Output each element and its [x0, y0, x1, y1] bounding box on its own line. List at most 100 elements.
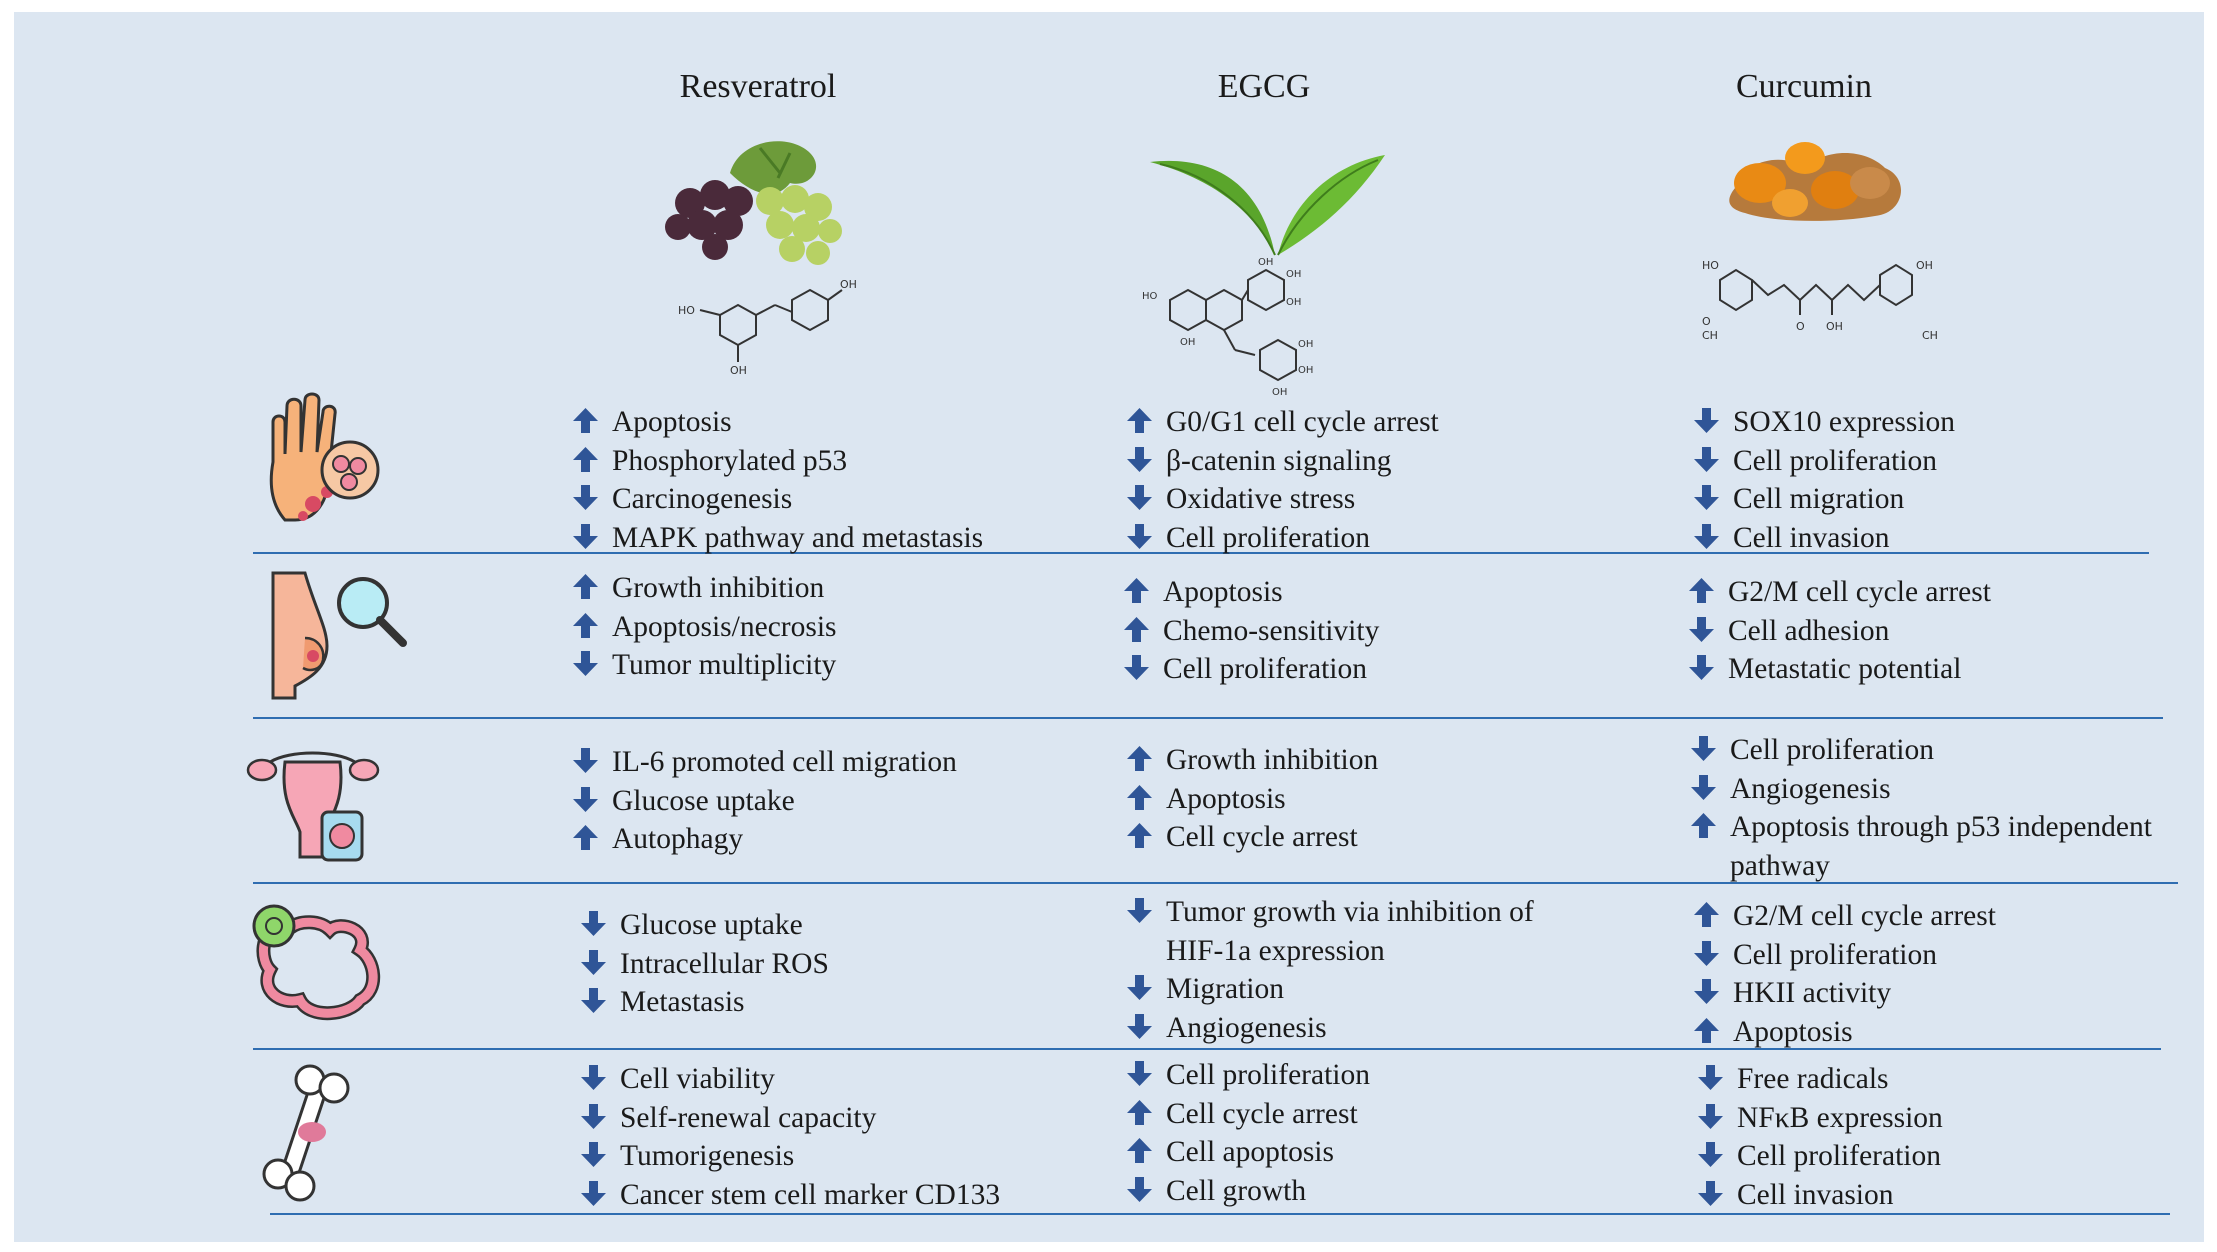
effect-item: Cell adhesion: [1688, 612, 1991, 651]
svg-text:HO: HO: [678, 304, 695, 317]
effect-text: Carcinogenesis: [612, 483, 793, 516]
svg-text:OH: OH: [730, 364, 747, 377]
effect-item: Cell invasion: [1693, 519, 1955, 558]
effect-item: Apoptosis through p53 independent: [1690, 808, 2152, 847]
down-arrow-icon: [1126, 897, 1153, 924]
effect-item: Apoptosis: [1693, 1013, 1996, 1052]
up-arrow-icon: [1690, 812, 1717, 839]
down-arrow-icon: [1126, 1013, 1153, 1040]
effect-text: Cell proliferation: [1163, 653, 1367, 686]
effect-item: SOX10 expression: [1693, 403, 1955, 442]
column-title-egcg: EGCG: [1217, 68, 1311, 105]
effect-item: Apoptosis: [572, 403, 983, 442]
svg-text:OH: OH: [1916, 259, 1933, 272]
effect-text: pathway: [1730, 849, 1830, 882]
effect-item: β-catenin signaling: [1126, 442, 1439, 481]
down-arrow-icon: [1126, 523, 1153, 550]
effect-item: Angiogenesis: [1690, 770, 2152, 809]
row-divider-5: [270, 1213, 2170, 1215]
effect-text: Cancer stem cell marker CD133: [620, 1178, 1001, 1211]
down-arrow-icon: [1693, 407, 1720, 434]
svg-text:OH: OH: [1826, 320, 1843, 333]
down-arrow-icon: [572, 650, 599, 677]
up-arrow-icon: [1126, 745, 1153, 772]
down-arrow-icon: [572, 786, 599, 813]
effect-item: Glucose uptake: [572, 782, 957, 821]
down-arrow-icon: [1697, 1103, 1724, 1130]
effect-text: Growth inhibition: [1166, 744, 1379, 776]
effect-text: Growth inhibition: [612, 572, 825, 604]
down-arrow-icon: [1693, 523, 1720, 550]
down-arrow-icon: [1126, 1176, 1153, 1203]
effect-item: Tumor multiplicity: [572, 646, 837, 685]
up-arrow-icon: [1126, 1099, 1153, 1126]
effect-text: SOX10 expression: [1733, 406, 1956, 438]
effect-text: Apoptosis through p53 independent: [1730, 811, 2152, 844]
svg-text:OH: OH: [1286, 269, 1301, 280]
up-arrow-icon: [1693, 901, 1720, 928]
svg-text:HO: HO: [1702, 259, 1719, 272]
down-arrow-icon: [1693, 446, 1720, 473]
effect-text: G2/M cell cycle arrest: [1733, 900, 1996, 932]
effect-item: Cell proliferation: [1126, 1056, 1370, 1095]
effect-text: Phosphorylated p53: [612, 444, 848, 477]
effect-text: NFκB expression: [1737, 1101, 1943, 1134]
effect-text: Cell proliferation: [1166, 521, 1370, 554]
effect-text: Apoptosis: [612, 406, 732, 438]
down-arrow-icon: [580, 1180, 607, 1207]
effect-item: Apoptosis: [1126, 780, 1378, 819]
effect-item: Cell proliferation: [1693, 936, 1996, 975]
down-arrow-icon: [1688, 616, 1715, 643]
effect-text: Cell invasion: [1733, 521, 1890, 554]
up-arrow-icon: [1126, 407, 1153, 434]
effect-text: Glucose uptake: [612, 784, 795, 817]
svg-text:O: O: [1796, 320, 1805, 333]
effect-item: Cell cycle arrest: [1126, 818, 1378, 857]
effect-text: Metastatic potential: [1728, 653, 1962, 686]
effect-item: MAPK pathway and metastasis: [572, 519, 983, 558]
svg-text:OH: OH: [1298, 339, 1313, 350]
svg-text:O: O: [1702, 315, 1711, 328]
effect-item: Tumorigenesis: [580, 1137, 1000, 1176]
up-arrow-icon: [1688, 577, 1715, 604]
up-arrow-icon: [1126, 822, 1153, 849]
effect-item: Phosphorylated p53: [572, 442, 983, 481]
effect-item: Cell growth: [1126, 1172, 1370, 1211]
down-arrow-icon: [1693, 484, 1720, 511]
down-arrow-icon: [1693, 940, 1720, 967]
effect-item: Carcinogenesis: [572, 480, 983, 519]
effect-text: MAPK pathway and metastasis: [612, 521, 984, 554]
effect-item: Growth inhibition: [572, 569, 837, 608]
svg-text:OH: OH: [1258, 257, 1273, 268]
svg-text:OH: OH: [1298, 365, 1313, 376]
down-arrow-icon: [1690, 735, 1717, 762]
down-arrow-icon: [1690, 774, 1717, 801]
svg-text:OH: OH: [1272, 387, 1287, 398]
effect-item: Cell cycle arrest: [1126, 1095, 1370, 1134]
effect-text: Cell viability: [620, 1063, 775, 1095]
turmeric-root-icon: [1729, 142, 1902, 221]
effect-item: Cell proliferation: [1126, 519, 1439, 558]
effect-item: Glucose uptake: [580, 906, 829, 945]
up-arrow-icon: [572, 824, 599, 851]
ovarian-cancer-icon: [246, 751, 380, 862]
effect-item: Free radicals: [1697, 1060, 1943, 1099]
svg-text:HO: HO: [1142, 291, 1158, 302]
effect-item: Cancer stem cell marker CD133: [580, 1176, 1000, 1215]
effect-item: Self-renewal capacity: [580, 1099, 1000, 1138]
effect-item: Tumor growth via inhibition of: [1126, 893, 1534, 932]
effect-item: Cell proliferation: [1697, 1137, 1943, 1176]
up-arrow-icon: [1126, 784, 1153, 811]
resveratrol-structure: HO OH OH: [678, 278, 857, 377]
effect-item: Cell proliferation: [1123, 650, 1379, 689]
down-arrow-icon: [572, 747, 599, 774]
effect-item: Cell apoptosis: [1126, 1133, 1370, 1172]
breast-cancer-icon: [271, 571, 407, 700]
effect-text: Apoptosis: [1163, 576, 1283, 608]
effect-item: Cell viability: [580, 1060, 1000, 1099]
down-arrow-icon: [1697, 1064, 1724, 1091]
